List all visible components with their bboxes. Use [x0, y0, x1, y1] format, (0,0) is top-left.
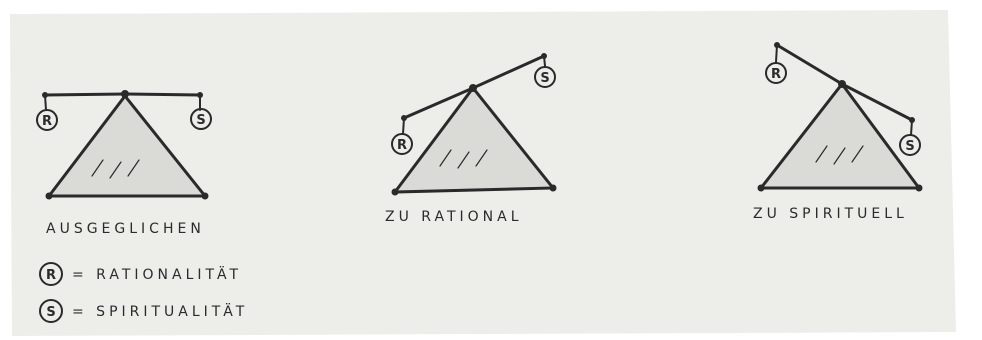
weight-letter-r: R [771, 67, 781, 82]
caption-too-spiritual: ZU SPIRITUELL [753, 206, 908, 222]
spirituality-weight: S [534, 66, 556, 88]
legend-text-spirituality: = SPIRITUALITÄT [72, 302, 248, 320]
weight-letter-r: R [397, 138, 407, 153]
legend-symbol-r: R [46, 268, 56, 283]
base-corner-dot [549, 184, 557, 192]
diagram-too-spiritual: R S ZU SPIRITUELL [753, 42, 923, 222]
base-corner-dot [201, 192, 209, 200]
base-corner-dot [391, 188, 399, 196]
rationality-weight: R [36, 109, 58, 131]
caption-too-rational: ZU RATIONAL [385, 209, 523, 225]
spirituality-weight: S [899, 134, 921, 156]
weight-letter-s: S [196, 113, 205, 128]
shading-strokes [815, 145, 864, 165]
pivot-dot [121, 90, 129, 98]
shading-strokes [91, 159, 140, 179]
rationality-weight: R [765, 62, 787, 84]
pyramid-balanced [45, 93, 209, 198]
rationality-weight: R [391, 133, 413, 155]
diagram-balanced: R S AUSGEGLICHEN [36, 90, 212, 237]
shading-strokes [439, 149, 488, 169]
legend-item-rationality: R = RATIONALITÄT [39, 262, 242, 286]
pyramid-too-spiritual [757, 81, 922, 190]
diagram-too-rational: R S ZU RATIONAL [385, 53, 557, 225]
weight-letter-s: S [540, 71, 549, 86]
legend-item-spirituality: S = SPIRITUALITÄT [39, 299, 248, 323]
legend-symbol-s: S [46, 305, 55, 320]
weight-letter-r: R [42, 114, 52, 129]
legend: R = RATIONALITÄT S = SPIRITUALITÄT [39, 262, 248, 323]
weight-letter-s: S [905, 139, 914, 154]
base-corner-dot [915, 184, 923, 192]
spirituality-weight: S [190, 108, 212, 130]
base-corner-dot [45, 192, 53, 200]
pyramid-too-rational [391, 85, 557, 194]
legend-text-rationality: = RATIONALITÄT [72, 265, 242, 283]
pivot-dot [838, 80, 846, 88]
base-corner-dot [757, 184, 765, 192]
pivot-dot [469, 84, 477, 92]
caption-balanced: AUSGEGLICHEN [46, 221, 205, 237]
